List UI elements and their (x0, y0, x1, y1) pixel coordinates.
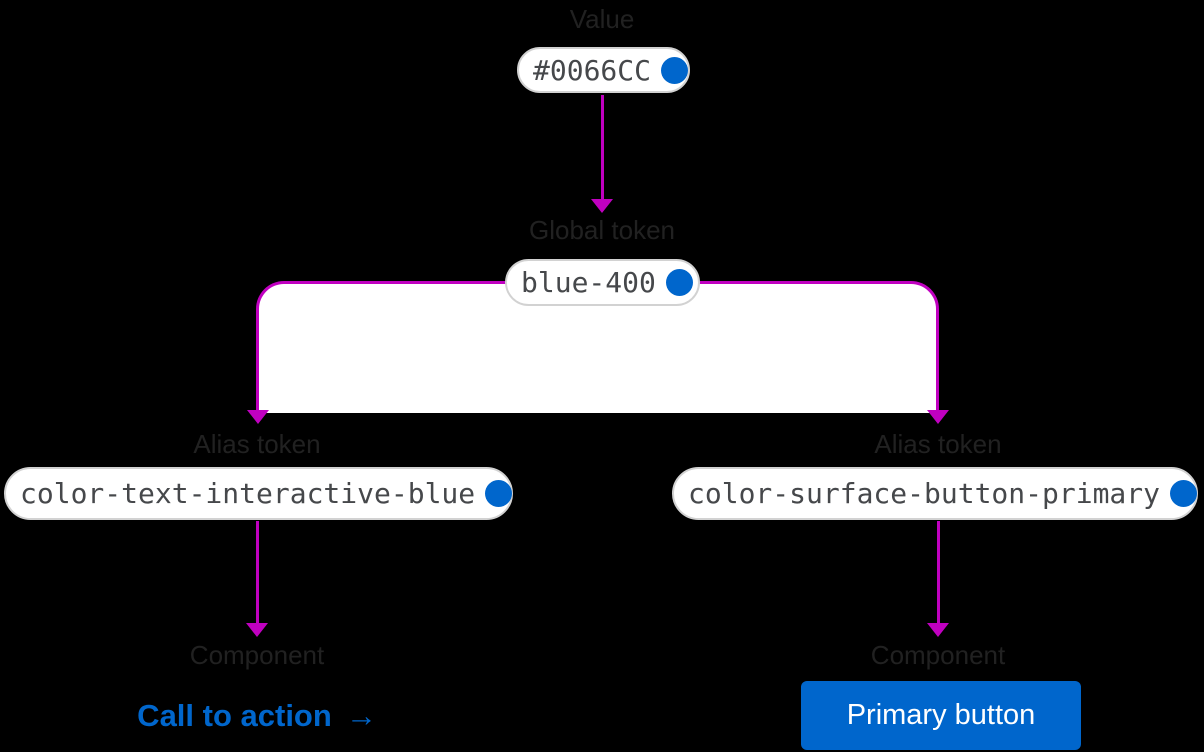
global-token-text: blue-400 (521, 266, 656, 299)
value-color-swatch-icon (661, 56, 689, 84)
arrow-down-icon (591, 95, 613, 213)
branch-right-arrow-head-icon (926, 410, 949, 424)
arrow-head (591, 199, 613, 213)
arrow-shaft (255, 521, 259, 624)
value-token-pill: #0066CC (517, 47, 690, 93)
alias-token-right-pill: color-surface-button-primary (672, 467, 1198, 520)
arrow-shaft (936, 521, 940, 624)
alias-token-left-pill: color-text-interactive-blue (4, 467, 513, 520)
arrow-right-icon: → (345, 698, 377, 733)
global-token-level-label: Global token (529, 215, 675, 245)
primary-button-label: Primary button (846, 699, 1036, 731)
arrow-head (927, 623, 949, 637)
component-right-label: Component (870, 640, 1006, 670)
value-token-text: #0066CC (533, 53, 652, 87)
component-left-label: Component (189, 640, 325, 670)
alias-left-color-swatch-icon (485, 480, 513, 507)
alias-token-right-label: Alias token (874, 429, 1002, 459)
alias-right-color-swatch-icon (1170, 480, 1198, 507)
alias-token-left-text: color-text-interactive-blue (20, 477, 476, 510)
arrow-shaft (600, 95, 604, 200)
call-to-action-link[interactable]: Call to action → (137, 698, 377, 734)
primary-button[interactable]: Primary button (801, 681, 1081, 750)
call-to-action-text: Call to action (137, 698, 332, 733)
arrow-down-right-icon (927, 521, 949, 637)
branch-left-arrow-head-icon (246, 410, 269, 424)
global-color-swatch-icon (665, 269, 693, 296)
alias-token-left-label: Alias token (193, 429, 321, 459)
alias-token-right-text: color-surface-button-primary (688, 477, 1161, 510)
arrow-head (246, 623, 268, 637)
global-token-pill: blue-400 (505, 259, 700, 306)
arrow-down-left-icon (246, 521, 268, 637)
value-level-label: Value (569, 4, 635, 34)
